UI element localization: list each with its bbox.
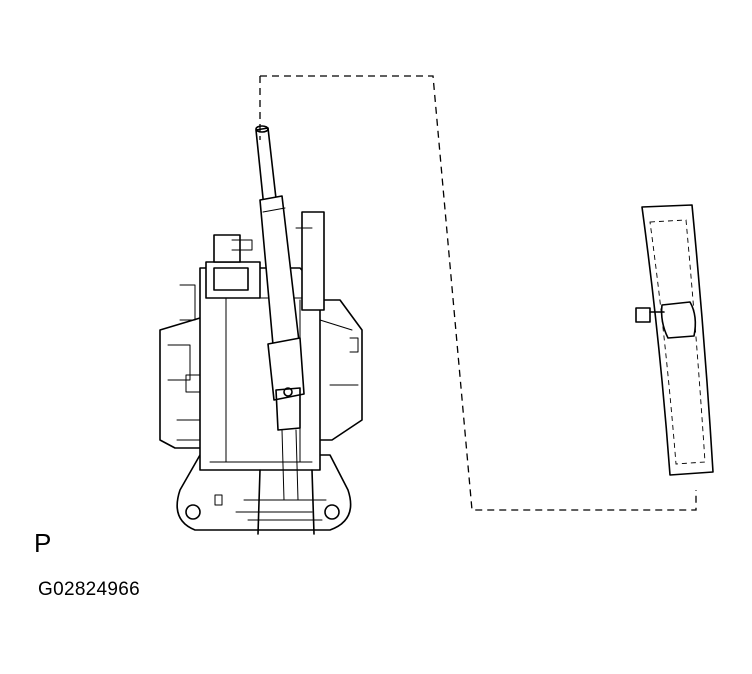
detail-bracket	[635, 204, 714, 476]
figure-code: G02824966	[38, 579, 141, 600]
detail-callout-outline	[260, 75, 697, 511]
shift-lever-assembly	[159, 125, 363, 535]
position-label: P	[34, 528, 52, 558]
